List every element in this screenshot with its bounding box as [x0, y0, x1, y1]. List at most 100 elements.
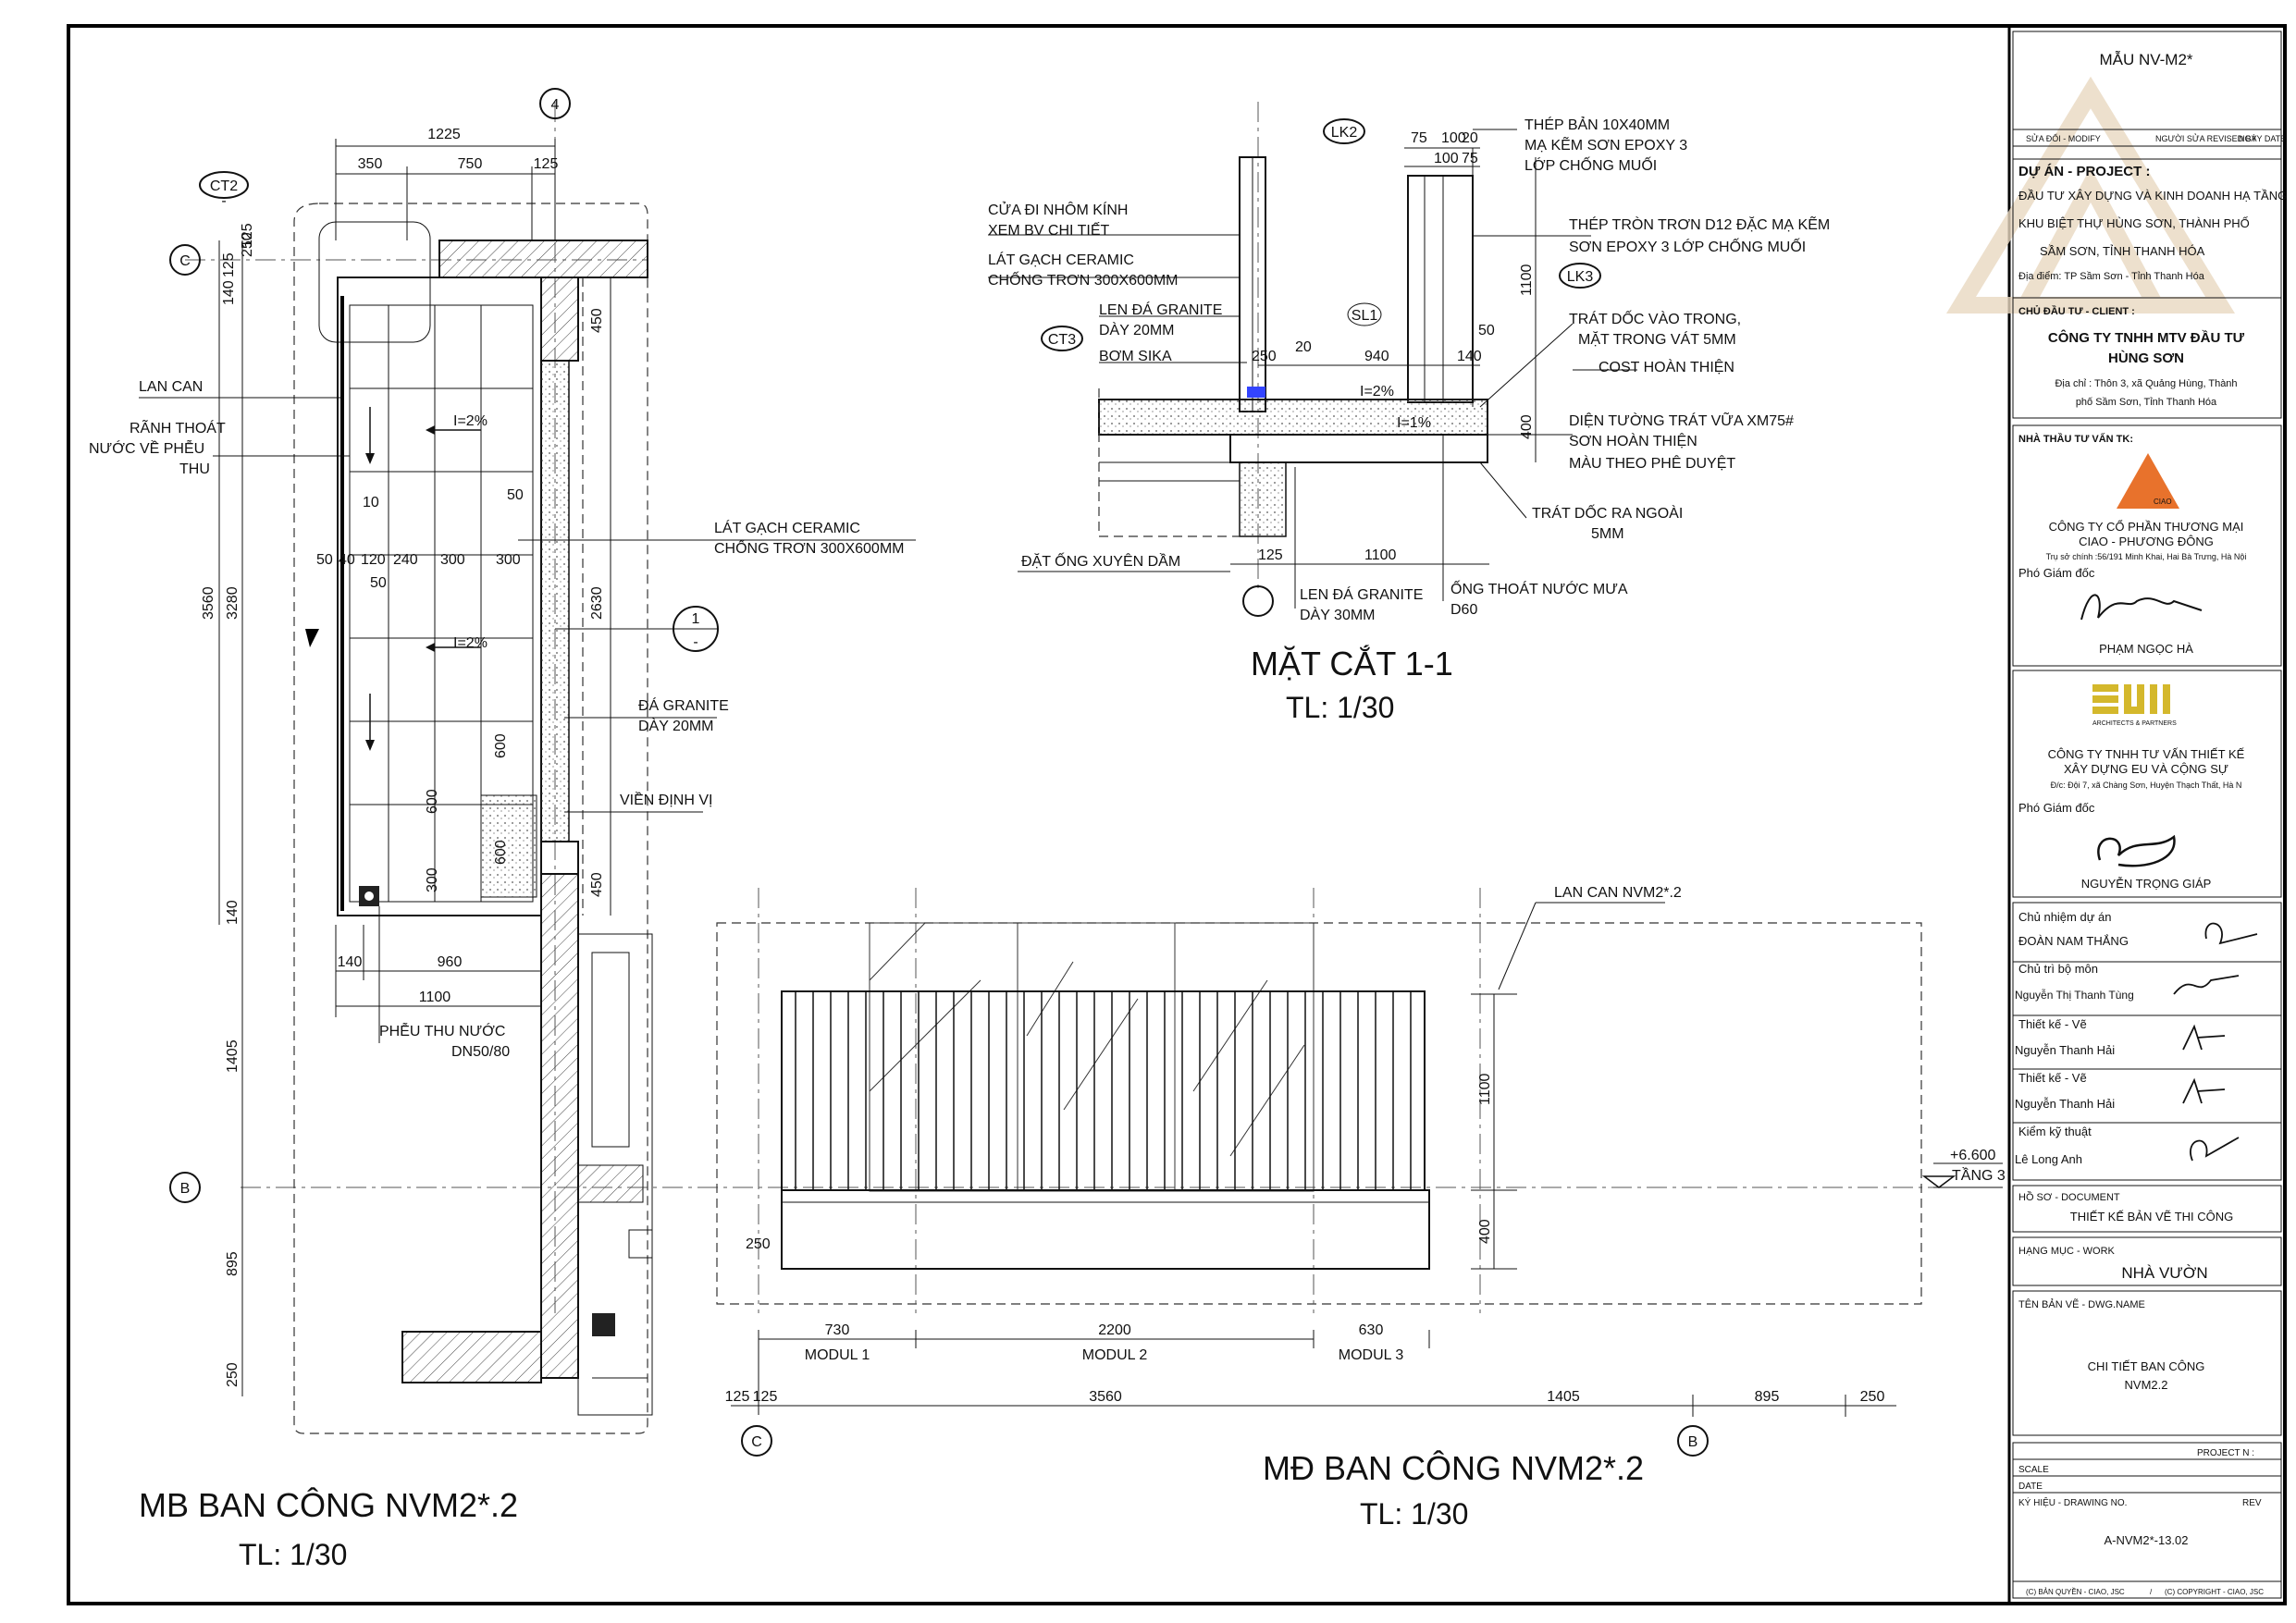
section-note-thep-ban-2: MẠ KẼM SƠN EPOXY 3 [1524, 135, 1687, 154]
section-note-thep-tron-1: THÉP TRÒN TRƠN D12 ĐẶC MẠ KẼM [1569, 215, 1830, 233]
section-dim-6: 1100 [1519, 264, 1535, 296]
section-note-trat-1: TRÁT DỐC VÀO TRONG, [1569, 309, 1741, 327]
tb-scale-label: SCALE [2018, 1465, 2049, 1475]
plan-dim-top-1: 1225 [427, 127, 461, 142]
tb-rev-label: REV [2242, 1498, 2262, 1508]
elevation-label: LAN CAN NVM2*.2 [1554, 885, 1682, 901]
tb-hang-muc-label: HẠNG MỤC - WORK [2018, 1246, 2116, 1257]
role-signatures [2173, 922, 2258, 1162]
section-slope-1: I=2% [1360, 384, 1394, 400]
section-dim-13: 125 [1258, 547, 1283, 563]
plan-dim-bottom-3: 1100 [419, 990, 451, 1005]
tb-role-5-name: Lê Long Anh [2015, 1152, 2082, 1166]
plan-granite-strip [540, 360, 570, 842]
section-scale: TL: 1/30 [1286, 691, 1394, 724]
tb-du-an-3: SẦM SƠN, TỈNH THANH HÓA [2040, 244, 2205, 258]
svg-text:50: 50 [370, 575, 387, 591]
elev-dim-b-2: 125 [753, 1389, 778, 1405]
tb-ky-hieu-label: KÝ HIỆU - DRAWING NO. [2018, 1496, 2127, 1508]
tb-rev-head-3: NGÀY DATE [2239, 134, 2286, 143]
elev-level: +6.600 [1950, 1148, 1995, 1163]
elev-dim-b-5: 895 [1755, 1389, 1780, 1405]
section-note-gach-1: LÁT GẠCH CERAMIC [988, 251, 1134, 268]
tb-ciao-role: Phó Giám đốc [2018, 566, 2095, 580]
plan-dim-right-2: 2630 [589, 586, 605, 620]
plan-dim-left-6: 3280 [225, 586, 241, 620]
plan-note-granite-2: DÀY 20MM [638, 717, 714, 734]
elev-dim-v-2: 400 [1477, 1219, 1493, 1244]
tb-role-1-name: ĐOÀN NAM THẮNG [2018, 934, 2129, 948]
tb-role-2-name: Nguyễn Thị Thanh Tùng [2015, 988, 2134, 1002]
section-note-len30-1: LEN ĐÁ GRANITE [1300, 585, 1423, 603]
plan-dim-left-7: 140 [225, 900, 241, 925]
tb-ten-1: CHI TIẾT BAN CÔNG [2088, 1359, 2205, 1373]
tb-eu-person: NGUYỄN TRỌNG GIÁP [2081, 877, 2212, 891]
elev-dim-b-3: 3560 [1089, 1389, 1122, 1405]
section-note-trat-ra-1: TRÁT DỐC RA NGOÀI [1532, 503, 1683, 522]
section-note-dien-1: DIỆN TƯỜNG TRÁT VỮA XM75# [1569, 411, 1794, 429]
tb-chu-dau-tu-label: CHỦ ĐẦU TƯ - CLIENT : [2018, 305, 2135, 317]
tb-role-3-name: Nguyễn Thanh Hải [2015, 1043, 2115, 1057]
plan-dim-left-10: 250 [225, 1362, 241, 1387]
tb-role-4-name: Nguyễn Thanh Hải [2015, 1097, 2115, 1111]
title-block: MẪU NV-M2* SỬA ĐỔI - MODIFY NGƯỜI SỬA RE… [1945, 31, 2287, 1599]
plan-tag-ct2: CT2 [210, 178, 238, 194]
section-note-sika: BƠM SIKA [1099, 349, 1172, 364]
section-tag-sl1: SL1 [1352, 308, 1378, 324]
section-mark-sub: - [693, 634, 697, 650]
plan-dim-inner-12: 600 [493, 840, 509, 865]
tb-role-4: Thiết kế - Vẽ [2018, 1071, 2087, 1085]
plan-note-gach-2: CHỐNG TRƠN 300X600MM [714, 538, 904, 557]
plan-note-gach-1: LÁT GẠCH CERAMIC [714, 519, 860, 536]
plan-dim-inner-6: 300 [496, 552, 521, 568]
section-note-len30-2: DÀY 30MM [1300, 606, 1376, 623]
plan-note-pheu-2: DN50/80 [451, 1044, 510, 1060]
tb-ciao-2: CIAO - PHƯƠNG ĐÔNG [2079, 535, 2214, 548]
svg-text:-: - [221, 193, 226, 209]
tb-eu-1: CÔNG TY TNHH TƯ VẤN THIẾT KẾ [2048, 747, 2245, 761]
section-note-trat-2: MẶT TRONG VÁT 5MM [1578, 330, 1736, 348]
section-tag-ct3: CT3 [1048, 332, 1076, 348]
section-note-cost: COST HOÀN THIỆN [1599, 358, 1734, 375]
tb-du-an-1: ĐẦU TƯ XÂY DỰNG VÀ KINH DOANH HẠ TẦNG [2018, 189, 2287, 203]
tb-role-2: Chủ trì bộ môn [2018, 962, 2098, 976]
tb-ten-label: TÊN BẢN VẼ - DWG.NAME [2018, 1298, 2145, 1310]
section-dim-10: 940 [1364, 349, 1389, 364]
section-note-dien-2: SƠN HOÀN THIỆN [1569, 432, 1697, 449]
tb-date-label: DATE [2018, 1482, 2043, 1492]
plan-dim-inner-1: 50 [316, 552, 333, 568]
section-dim-5: 75 [1462, 151, 1478, 166]
plan-dim-bottom-2: 960 [438, 954, 463, 970]
ciao-logo [2117, 453, 2179, 509]
tb-nha-thau-label: NHÀ THẦU TƯ VẤN TK: [2018, 433, 2133, 445]
plan-grid-b: B [180, 1181, 191, 1197]
elev-modul-3: MODUL 3 [1339, 1347, 1404, 1363]
elev-dim-b-1: 125 [725, 1389, 750, 1405]
eu-signature [2097, 834, 2176, 867]
section-note-trat-ra-2: 5MM [1591, 526, 1624, 542]
section-note-ong-thoat-1: ỐNG THOÁT NƯỚC MƯA [1450, 579, 1628, 597]
ciao-logo-text: CIAO [2154, 498, 2172, 506]
elevation-scale: TL: 1/30 [1360, 1497, 1468, 1531]
section-dim-3: 20 [1462, 130, 1478, 146]
elev-grid-c: C [751, 1434, 762, 1450]
tb-chu-dau-tu-2: HÙNG SƠN [2108, 350, 2184, 366]
plan-dim-inner-3: 120 [361, 552, 386, 568]
plan-dim-inner-8: 10 [363, 495, 379, 510]
watermark-logo [1945, 76, 2236, 314]
plan-dim-left-5: 3560 [201, 586, 216, 620]
plan-dim-inner-7: 50 [507, 487, 524, 503]
section-dim-2: 100 [1434, 151, 1459, 166]
tb-eu-addr: Đ/c: Đội 7, xã Chàng Sơn, Huyện Thạch Th… [2051, 781, 2242, 790]
tb-eu-2: XÂY DỰNG EU VÀ CỘNG SỰ [2064, 762, 2228, 776]
plan-wall-top [438, 240, 648, 278]
plan-note-pheu-1: PHỄU THU NƯỚC [379, 1022, 505, 1039]
plan-dim-top-2: 350 [358, 156, 383, 172]
plan-dim-inner-10: 600 [425, 789, 440, 814]
section-note-ong-thoat-2: D60 [1450, 602, 1477, 618]
section-note-len-2: DÀY 20MM [1099, 321, 1175, 338]
sika-mark [1247, 387, 1265, 398]
plan-dim-left-9: 895 [225, 1251, 241, 1276]
section-dim-12: 400 [1519, 414, 1535, 439]
section-note-thep-ban-1: THÉP BẢN 10X40MM [1524, 116, 1670, 133]
